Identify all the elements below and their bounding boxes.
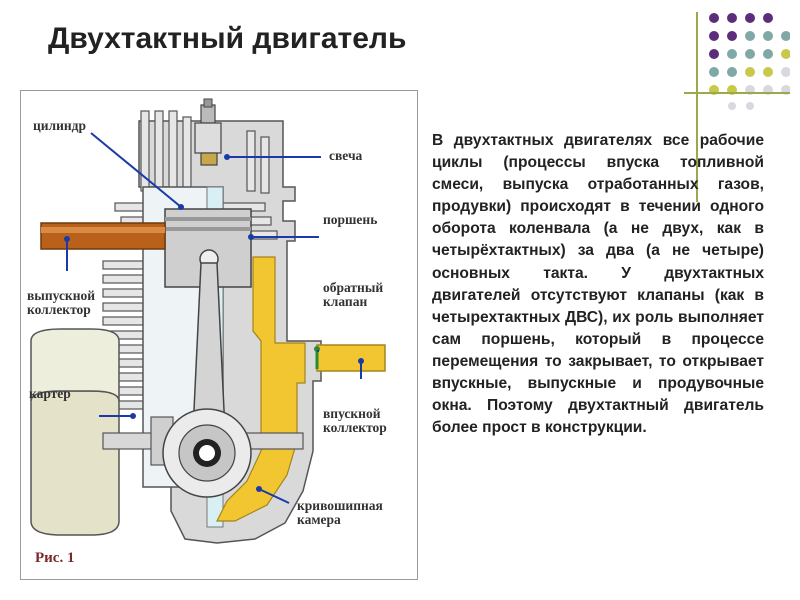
dot-row-1 <box>709 13 773 23</box>
dot-row-2 <box>709 31 790 41</box>
crankcase-body <box>30 390 120 536</box>
figure-caption: Рис. 1 <box>35 550 75 566</box>
dot-row-4 <box>709 67 790 77</box>
crankcase-side <box>30 328 120 402</box>
piston-ring-2 <box>165 227 251 231</box>
body-text: В двухтактных двигателях все рабочие цик… <box>432 132 764 437</box>
engine-figure: цилиндр свеча поршень обратный клапан вы… <box>20 90 418 580</box>
label-spark-plug: свеча <box>329 148 363 163</box>
label-crankcase: картер <box>29 386 71 401</box>
label-pointers <box>66 132 362 504</box>
accent-vertical-line <box>696 12 698 202</box>
engine-diagram <box>30 98 386 544</box>
dot-row-3 <box>709 49 790 59</box>
accent-horizontal-line <box>684 92 790 94</box>
label-crank-chamber: кривошипная камера <box>297 498 383 527</box>
label-piston: поршень <box>323 212 378 227</box>
exhaust-pipe-highlight <box>41 227 165 233</box>
label-intake: впускной коллектор <box>323 406 387 435</box>
decorative-dot-grid <box>709 13 790 110</box>
crank-chamber-fill <box>216 256 306 522</box>
label-cylinder: цилиндр <box>33 118 87 133</box>
spark-plug <box>194 98 222 166</box>
intake-pipe <box>316 344 386 372</box>
dot-row-6 <box>728 102 754 110</box>
slide-title: Двухтактный двигатель <box>48 22 407 55</box>
label-exhaust: выпускной коллектор <box>27 288 96 317</box>
piston-ring-1 <box>165 217 251 221</box>
label-check-valve: обратный клапан <box>323 280 384 309</box>
exhaust-pipe <box>40 222 166 250</box>
